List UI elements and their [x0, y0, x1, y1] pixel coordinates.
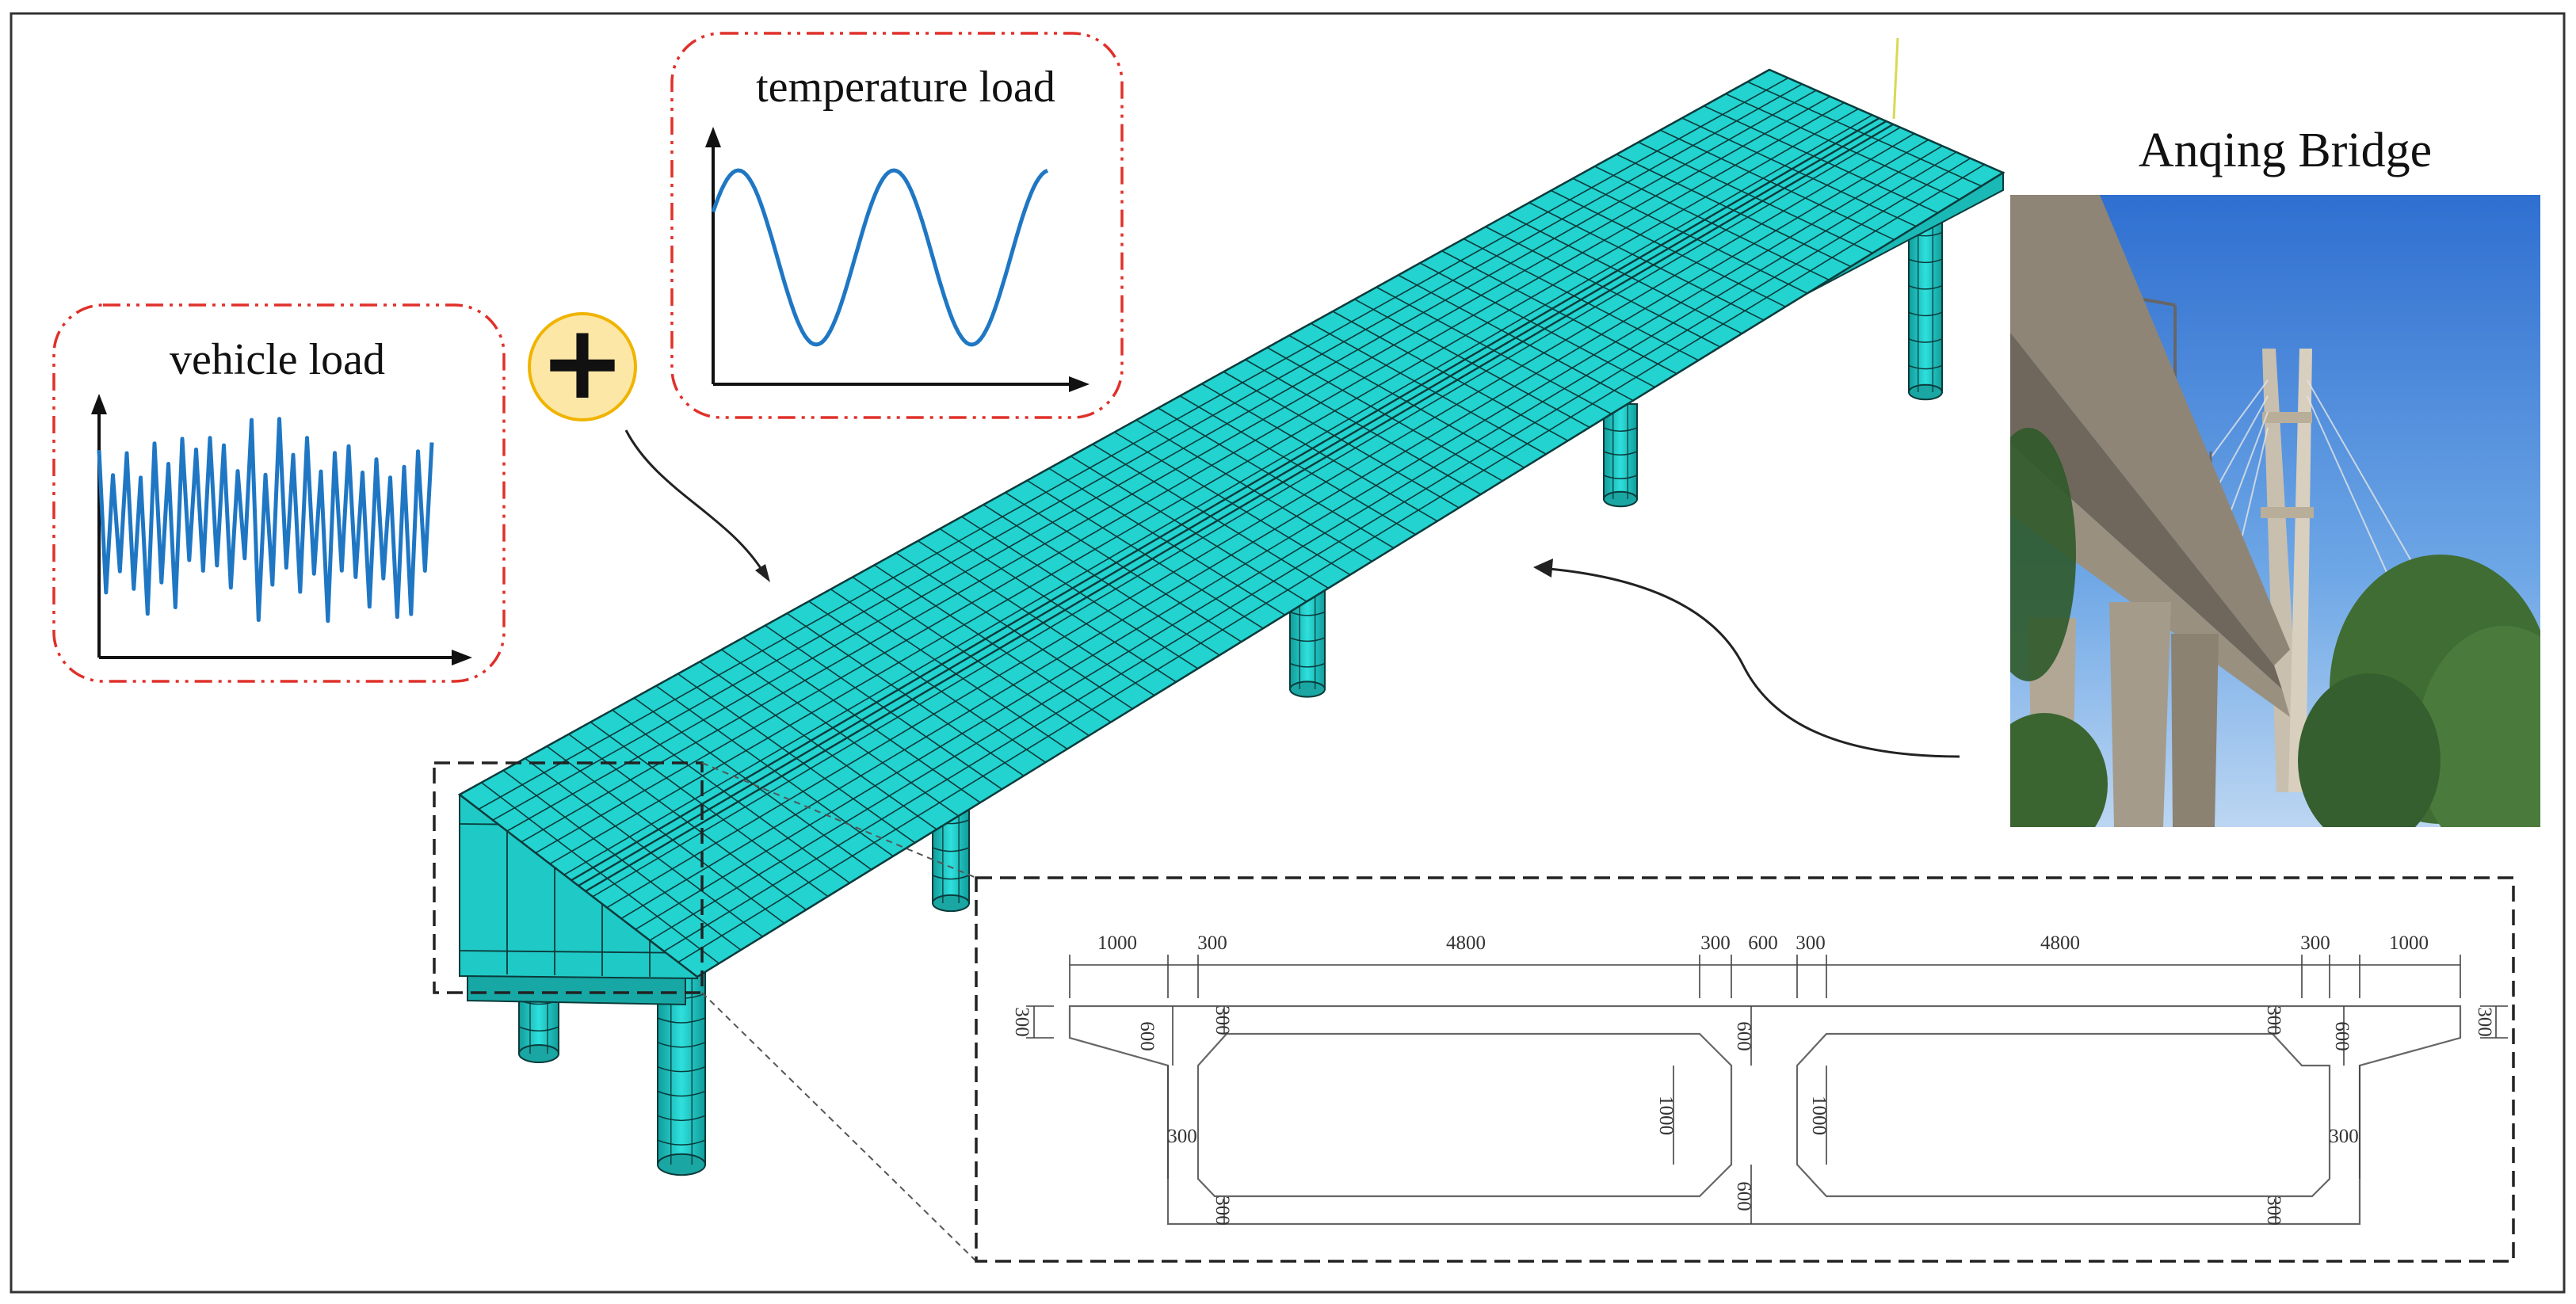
bridge-pier-base: [657, 1153, 706, 1176]
cross-section-frame: [975, 876, 2515, 1263]
zoom-source-box: [433, 761, 704, 994]
vehicle-load-x-arrow: [452, 650, 472, 665]
load-arrow-head: [755, 564, 770, 582]
pier-mesh-line: [932, 875, 970, 880]
temperature-load-panel: temperature load: [670, 32, 1124, 419]
deck-mesh-lines: [478, 77, 1985, 964]
bridge-pier-base: [1603, 490, 1638, 508]
dim-label: 600: [1733, 1181, 1754, 1211]
mesh-line: [563, 114, 1873, 875]
zoom-connector-bottom: [701, 992, 977, 1262]
mesh-line: [549, 108, 1859, 865]
mesh-line: [478, 77, 1788, 810]
mesh-line: [649, 151, 1957, 941]
mesh-line: [592, 127, 1901, 898]
pier-mesh-line: [1908, 285, 1943, 290]
mesh-line: [620, 139, 1929, 920]
pier-mesh-line: [1603, 427, 1638, 432]
dim-label: 1000: [2389, 932, 2429, 954]
plus-badge: +: [528, 302, 637, 422]
mesh-line: [677, 163, 1985, 963]
deck-left-face: [467, 973, 686, 1006]
pier-mesh-line: [1289, 637, 1326, 642]
dim-label: 600: [1136, 1021, 1158, 1051]
bridge-pier-base: [932, 894, 970, 913]
dim-label: 4800: [2040, 932, 2080, 954]
zoom-connector-top: [701, 762, 977, 879]
mesh-line: [663, 158, 1971, 952]
mesh-line: [521, 96, 1831, 843]
dim-label: 300: [1700, 932, 1731, 954]
pier-mesh-line: [1908, 311, 1943, 317]
temperature-load-frame: [670, 32, 1124, 419]
mesh-line: [506, 90, 1817, 832]
pier-mesh-line: [1289, 662, 1326, 668]
dim-label: 300: [1197, 932, 1227, 954]
dim-label: 4800: [1446, 932, 1486, 954]
dim-label: 300: [1212, 1005, 1233, 1035]
pier-mesh-line: [1289, 611, 1326, 616]
cross-section-drawing: 1000 300 4800 300 600 300 4800 300 1000 …: [975, 876, 2515, 1263]
bridge-pier: [1603, 403, 1638, 500]
dim-label: 300: [1796, 932, 1826, 954]
pier-mesh-line: [1603, 475, 1638, 479]
cross-section-outline: [1068, 1005, 2462, 1226]
axis-gizmo: [1892, 37, 1899, 120]
pier-mesh-line: [657, 1042, 706, 1048]
vehicle-load-title: vehicle load: [170, 335, 385, 384]
photo-arrow-head: [1533, 559, 1553, 578]
dim-label: 1000: [1655, 1096, 1677, 1135]
load-arrow: [624, 429, 766, 575]
pier-mesh-line: [1908, 338, 1943, 343]
cross-section-dimension-lines: [1026, 955, 2508, 1224]
dim-label: 300: [2300, 932, 2330, 954]
pier-mesh-line: [657, 1139, 706, 1146]
pier-mesh-line: [932, 847, 970, 852]
anqing-bridge-photo: [2010, 195, 2540, 827]
bridge-pier-base: [518, 1044, 559, 1063]
mesh-line: [585, 123, 1894, 892]
temperature-load-x-arrow: [1069, 376, 1090, 392]
temperature-load-curve: [711, 168, 1049, 347]
pier-mesh-line: [657, 1090, 706, 1097]
bridge-fe-model: [457, 37, 2005, 1176]
dim-label: 600: [1748, 932, 1778, 954]
bridge-pier-base: [1908, 383, 1943, 401]
dim-label: 300: [1167, 1126, 1197, 1147]
dim-label: 300: [1011, 1007, 1032, 1037]
dim-label: 300: [2263, 1195, 2284, 1226]
pier-mesh-line: [657, 1017, 706, 1024]
plus-glyph: +: [540, 302, 626, 422]
vehicle-load-y-arrow: [91, 394, 107, 414]
temperature-load-title: temperature load: [756, 63, 1055, 112]
pier-mesh-line: [1908, 364, 1943, 370]
dim-label: 600: [1733, 1021, 1754, 1051]
vehicle-load-frame: [52, 303, 506, 683]
dim-label: 300: [1212, 1195, 1233, 1226]
mesh-line: [578, 120, 1887, 887]
bridge-pier-base: [1289, 681, 1326, 698]
dim-label: 300: [2329, 1126, 2359, 1147]
dim-label: 300: [2474, 1007, 2495, 1037]
dim-label: 1000: [1097, 932, 1137, 954]
mesh-line: [535, 101, 1845, 854]
vehicle-load-panel: vehicle load: [52, 303, 506, 683]
mesh-line: [571, 117, 1880, 882]
pier-mesh-line: [518, 1026, 559, 1031]
dim-label: 1000: [1808, 1096, 1830, 1135]
dim-label: 600: [2331, 1021, 2353, 1051]
pier-mesh-line: [657, 1066, 706, 1073]
dim-label: 300: [2263, 1005, 2284, 1035]
pier-mesh-line: [1908, 258, 1943, 264]
vehicle-load-curve: [97, 417, 434, 623]
photo-arrow: [1548, 567, 1960, 758]
temperature-load-y-arrow: [705, 127, 721, 147]
mesh-line: [492, 83, 1803, 821]
pier-mesh-line: [1603, 451, 1638, 456]
photo-title: Anqing Bridge: [2139, 124, 2432, 177]
mesh-line: [635, 145, 1943, 930]
pier-mesh-line: [657, 1115, 706, 1122]
mesh-line: [606, 132, 1915, 909]
